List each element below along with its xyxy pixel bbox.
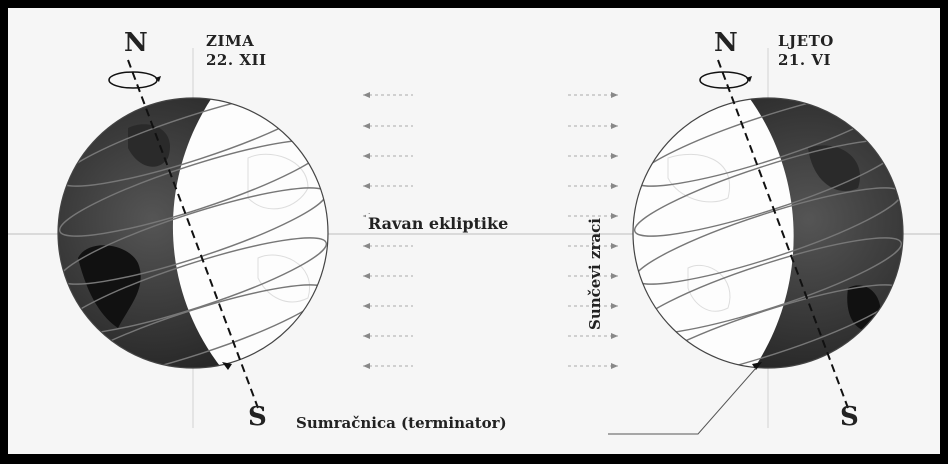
right-season-label: LJETO 21. VI	[778, 32, 834, 70]
sun-ray-arrowhead	[611, 183, 618, 189]
sun-ray-arrowhead	[611, 213, 618, 219]
left-season-date: 22. XII	[206, 51, 267, 70]
sun-ray-arrowhead	[611, 273, 618, 279]
sun-ray-arrowhead	[363, 153, 370, 159]
sun-ray-arrowhead	[363, 363, 370, 369]
sun-ray-arrowhead	[611, 153, 618, 159]
terminator-leader-line	[608, 368, 756, 434]
sun-ray-arrowhead	[363, 183, 370, 189]
right-globe	[628, 74, 908, 397]
sun-ray-arrowhead	[611, 92, 618, 98]
left-season-name: ZIMA	[206, 32, 267, 51]
sun-ray-arrowhead	[363, 333, 370, 339]
sun-ray-arrowhead	[611, 333, 618, 339]
sun-ray-arrowhead	[611, 123, 618, 129]
sun-rays-label: Sunčevi zraci	[586, 218, 604, 330]
sun-ray-arrowhead	[363, 303, 370, 309]
right-season-date: 21. VI	[778, 51, 834, 70]
left-south-pole-label: S	[248, 402, 267, 432]
sun-ray-arrowhead	[363, 92, 370, 98]
right-north-pole-label: N	[714, 28, 738, 58]
ecliptic-plane-label: Ravan ekliptike	[366, 214, 510, 233]
left-globe	[53, 74, 348, 397]
right-season-name: LJETO	[778, 32, 834, 51]
terminator-label: Sumračnica (terminator)	[296, 414, 507, 432]
diagram-panel: ZIMA 22. XII LJETO 21. VI N N S S Ravan …	[8, 8, 940, 454]
left-north-pole-label: N	[124, 28, 148, 58]
left-season-label: ZIMA 22. XII	[206, 32, 267, 70]
sun-ray-arrowhead	[611, 303, 618, 309]
sun-ray-arrowhead	[363, 273, 370, 279]
sun-ray-arrowhead	[363, 123, 370, 129]
sun-ray-arrowhead	[611, 363, 618, 369]
sun-ray-arrowhead	[363, 243, 370, 249]
sun-ray-arrowhead	[611, 243, 618, 249]
right-south-pole-label: S	[840, 402, 859, 432]
